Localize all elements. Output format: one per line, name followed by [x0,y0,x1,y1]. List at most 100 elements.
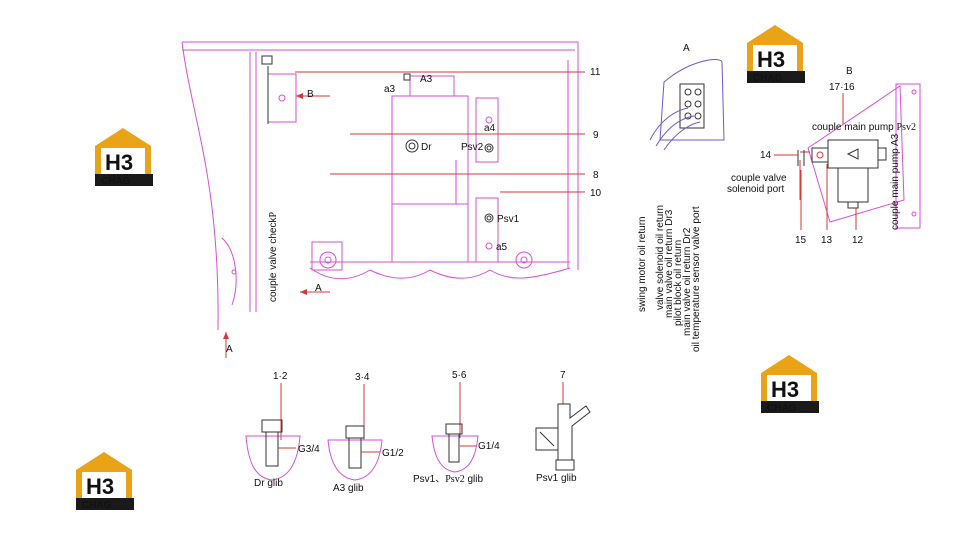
fitting-stem [265,431,279,467]
fitting-caption: A3 glib [333,483,364,494]
detail-a-port-label: valve solenoid oil return [655,205,666,310]
label-arrow-A: A [315,283,322,294]
valve-top-cap [409,75,455,97]
fitting-caption: Dr glib [254,478,283,489]
fitting-thread: G3/4 [298,444,320,455]
callout-12: 12 [852,235,864,246]
logo-mark: H3 [757,47,785,72]
label-a4: a4 [484,123,496,134]
logo-mark: H3 [86,474,114,499]
fitting-detail-3: 5·6 G1/4 Psv1、Psv2 glib [413,370,500,485]
logo-mark: H3 [771,377,799,402]
fitting-stem [348,437,362,469]
fitting-stem [448,433,460,463]
fitting-callout: 3·4 [355,372,370,383]
check-valve-cap [261,55,273,65]
view-b-title: B [846,66,853,77]
fitting-callout: 1·2 [273,371,288,382]
fitting-caption: Psv1 glib [536,473,577,484]
detail-a-ports [684,88,702,120]
label-Psv2: Psv2 [461,142,484,153]
fitting-detail-2: 3·4 G1/2 A3 glib [327,372,404,494]
detail-a-title: A [683,43,690,54]
logo-text: CHAG [767,403,797,414]
logo-stamp-bottom-left: H3 CHAG [76,452,134,511]
fitting-boss [431,435,479,473]
label-a3-lower: a3 [384,84,396,95]
port-psv2 [484,143,494,153]
fitting-caption: Psv1、Psv2 glib [413,474,483,485]
detail-a-port-label: oil temperature sensor valve port [691,206,702,352]
mount-roller-right [515,251,533,269]
label-couple-main-pump-psv2: couple main pump Psv2 [812,122,916,133]
mount-foot-left [311,241,343,271]
view-b-valve-body [837,167,869,203]
fitting-nut [555,459,575,471]
svg-text:couple valve checkP: couple valve checkP [268,212,279,303]
detail-a-manifold [679,83,705,129]
label-Psv1: Psv1 [497,214,520,225]
fitting-thread: G1/2 [382,448,404,459]
detail-a-plate [659,59,725,141]
detail-a: A swing motor oil return valve solenoid … [637,43,725,352]
label-B: B [307,89,314,100]
callout-17-16: 17·16 [829,82,855,93]
fitting-callout: 5·6 [452,370,467,381]
fitting-boss [245,435,301,481]
port-a4 [485,116,493,124]
frame-arc [221,237,237,306]
logo-stamp-top-right: H3 CHAG [747,25,805,84]
view-b-solenoid [827,139,879,169]
callout-14: 14 [760,150,772,161]
mount-roller-left [319,251,337,269]
label-couple-main-pump-a3: couple main pump A3 [890,133,901,230]
frame-bolt [231,269,237,275]
callout-13: 13 [821,235,833,246]
label-solenoid-port: solenoid port [727,184,784,195]
view-b-plate [807,85,905,223]
detail-a-port-label: swing motor oil return [637,216,648,312]
logo-text: CHAG [101,176,131,187]
fitting-thread: G1/4 [478,441,500,452]
main-view: a3 A3 B Dr Psv2 a4 Psv1 a5 A A 11 9 8 10… [181,41,602,358]
fitting-detail-1: 1·2 G3/4 Dr glib [245,371,320,489]
label-A-bottom: A [226,344,233,355]
fitting-callout: 7 [560,370,566,381]
detail-a-port-label: pilot block oil return [673,240,684,326]
logo-text: CHAG [82,500,112,511]
logo-stamp-mid-right: H3 CHAG [761,355,819,414]
logo-stamp-left: H3 CHAG [95,128,153,187]
fitting-nut [345,425,365,439]
fitting-nut [261,419,283,433]
port-a3 [403,73,411,81]
detail-a-port-label: main valve oil return Dr3 [664,209,675,318]
base-wave [309,267,571,280]
valve-block-lower [391,203,469,263]
label-couple-valve-check: couple valve checkP [268,212,279,303]
port-boss-lower [475,197,499,263]
label-Dr: Dr [421,142,432,153]
fitting-boss [327,439,383,481]
port-a5 [485,242,493,250]
callout-15: 15 [795,235,807,246]
port-dr [405,139,419,153]
port-psv1 [484,213,494,223]
label-A3: A3 [420,74,433,85]
view-b-solenoid-port-pipe [799,151,810,200]
port-boss-upper [475,97,499,163]
fitting-elbow [557,403,591,461]
callout-9: 9 [593,130,599,141]
fitting-tee [535,427,559,451]
view-b-bracket [895,83,921,229]
fitting-detail-4: 7 Psv1 glib [535,370,591,484]
logo-text: CHAG [753,73,783,84]
view-b: B 17·16 couple main pump Psv2 couple mai… [727,66,921,246]
detail-a-port-label: main valve oil return Dr2 [682,227,693,336]
callout-8: 8 [593,170,599,181]
frame-curve-left [181,41,219,331]
frame-outline [182,41,579,270]
label-a5: a5 [496,242,508,253]
callout-11: 11 [590,67,601,78]
